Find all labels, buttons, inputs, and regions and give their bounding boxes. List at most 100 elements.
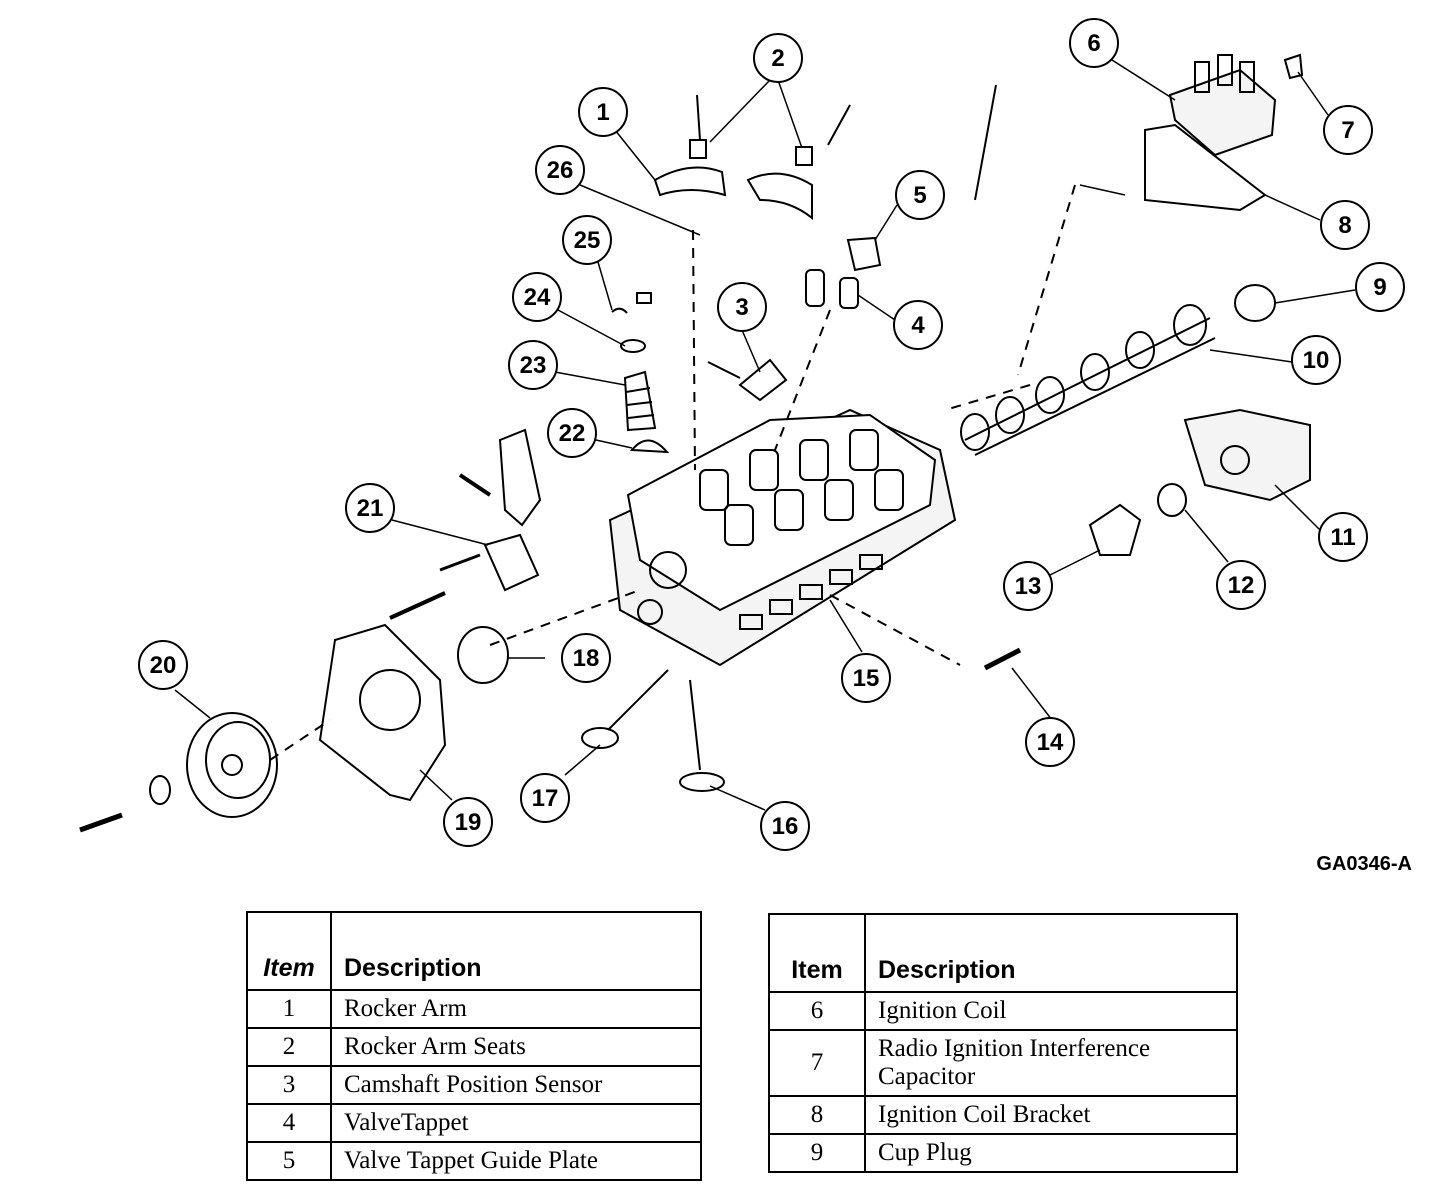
callout-8: 8 bbox=[1320, 200, 1370, 250]
item-column-header: Item bbox=[246, 911, 332, 991]
svg-text:15: 15 bbox=[853, 665, 880, 692]
callout-10: 10 bbox=[1291, 335, 1341, 385]
ignition-coil-assembly bbox=[1144, 53, 1304, 212]
svg-text:18: 18 bbox=[573, 645, 600, 672]
svg-text:23: 23 bbox=[520, 352, 547, 379]
legend-header-row: Item Description bbox=[768, 913, 1238, 993]
item-number: 5 bbox=[246, 1141, 332, 1181]
exploded-view-diagram: 1 2 3 4 5 6 7 8 9 10 11 12 13 14 15 16 1… bbox=[79, 18, 1405, 851]
item-number: 6 bbox=[768, 991, 866, 1031]
svg-text:25: 25 bbox=[574, 227, 601, 254]
cup-plug bbox=[1234, 284, 1276, 322]
item-number: 8 bbox=[768, 1095, 866, 1135]
svg-text:5: 5 bbox=[913, 182, 926, 209]
item-column-header: Item bbox=[768, 913, 866, 993]
callout-18: 18 bbox=[561, 633, 611, 683]
callout-24: 24 bbox=[512, 272, 562, 322]
callout-12: 12 bbox=[1216, 560, 1266, 610]
reference-code: GA0346-A bbox=[1316, 853, 1412, 875]
callout-3: 3 bbox=[717, 282, 767, 332]
thermostat-housing bbox=[1088, 408, 1311, 556]
svg-text:3: 3 bbox=[735, 294, 748, 321]
callout-11: 11 bbox=[1318, 512, 1368, 562]
callout-15: 15 bbox=[841, 653, 891, 703]
callout-20: 20 bbox=[138, 640, 188, 690]
callout-1: 1 bbox=[578, 87, 628, 137]
item-number: 3 bbox=[246, 1065, 332, 1105]
item-description: Valve Tappet Guide Plate bbox=[330, 1141, 702, 1181]
svg-text:10: 10 bbox=[1303, 347, 1330, 374]
item-number: 4 bbox=[246, 1103, 332, 1143]
callout-4: 4 bbox=[893, 300, 943, 350]
callout-19: 19 bbox=[443, 797, 493, 847]
svg-text:1: 1 bbox=[596, 99, 609, 126]
svg-text:17: 17 bbox=[532, 785, 559, 812]
callout-21: 21 bbox=[345, 483, 395, 533]
item-number: 9 bbox=[768, 1133, 866, 1173]
bolt bbox=[439, 553, 481, 572]
camshaft-seal bbox=[457, 626, 509, 684]
timing-cover bbox=[318, 591, 447, 802]
svg-text:19: 19 bbox=[455, 809, 482, 836]
callout-26: 26 bbox=[535, 145, 585, 195]
long-bolt bbox=[974, 84, 997, 201]
svg-text:6: 6 bbox=[1087, 30, 1100, 57]
item-description: ValveTappet bbox=[330, 1103, 702, 1143]
bolt bbox=[458, 473, 492, 497]
camshaft-position-sensor bbox=[707, 358, 788, 402]
callout-5: 5 bbox=[895, 170, 945, 220]
callout-9: 9 bbox=[1355, 262, 1405, 312]
callout-6: 6 bbox=[1069, 18, 1119, 68]
item-number: 2 bbox=[246, 1027, 332, 1067]
camshaft bbox=[960, 304, 1216, 456]
item-description: Camshaft Position Sensor bbox=[330, 1065, 702, 1105]
callout-14: 14 bbox=[1025, 717, 1075, 767]
callout-22: 22 bbox=[547, 408, 597, 458]
item-description: Rocker Arm bbox=[330, 989, 702, 1029]
callout-16: 16 bbox=[760, 801, 810, 851]
valve-spring-stack bbox=[611, 292, 670, 454]
leader-lines bbox=[174, 59, 1356, 811]
item-number: 1 bbox=[246, 989, 332, 1029]
svg-text:12: 12 bbox=[1228, 572, 1255, 599]
svg-text:9: 9 bbox=[1373, 274, 1386, 301]
item-description: Ignition Coil bbox=[864, 991, 1238, 1031]
bracket bbox=[483, 533, 540, 592]
svg-text:20: 20 bbox=[150, 652, 177, 679]
rocker-arms bbox=[653, 94, 851, 221]
item-description: Ignition Coil Bracket bbox=[864, 1095, 1238, 1135]
item-description: Cup Plug bbox=[864, 1133, 1238, 1173]
svg-text:11: 11 bbox=[1330, 524, 1355, 551]
valves bbox=[581, 669, 725, 792]
svg-text:7: 7 bbox=[1341, 117, 1354, 144]
description-column-header: Description bbox=[330, 911, 702, 991]
legend-header-row: Item Description bbox=[246, 911, 702, 991]
callout-17: 17 bbox=[520, 773, 570, 823]
svg-text:24: 24 bbox=[524, 284, 551, 311]
valve-tappets bbox=[805, 236, 882, 309]
item-description: Rocker Arm Seats bbox=[330, 1027, 702, 1067]
item-number: 7 bbox=[768, 1029, 866, 1097]
alignment-lines bbox=[269, 184, 1076, 761]
description-column-header: Description bbox=[864, 913, 1238, 993]
camshaft-sprocket bbox=[79, 712, 278, 833]
svg-text:21: 21 bbox=[357, 495, 384, 522]
svg-text:8: 8 bbox=[1338, 212, 1351, 239]
sensor-plug bbox=[983, 647, 1022, 671]
callout-7: 7 bbox=[1323, 105, 1373, 155]
svg-text:22: 22 bbox=[559, 420, 586, 447]
svg-text:16: 16 bbox=[772, 813, 799, 840]
item-description: Radio Ignition Interference Capacitor bbox=[864, 1029, 1238, 1097]
svg-text:4: 4 bbox=[911, 312, 925, 339]
svg-text:26: 26 bbox=[547, 157, 574, 184]
svg-text:2: 2 bbox=[771, 45, 784, 72]
